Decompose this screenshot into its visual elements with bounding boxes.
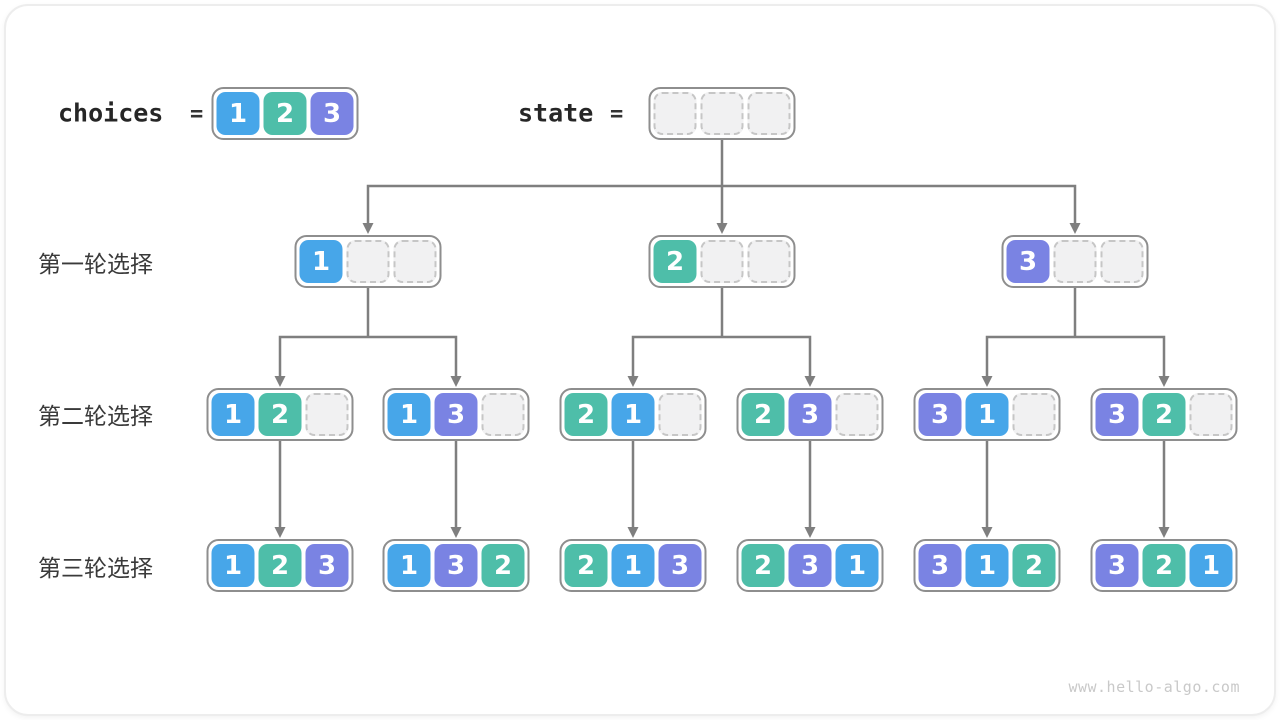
- empty-cell: [747, 92, 791, 135]
- choice-cell-2: 2: [564, 393, 608, 436]
- choice-cell-1: 1: [387, 393, 431, 436]
- equals-sign: =: [190, 101, 204, 127]
- empty-cell: [1053, 240, 1097, 283]
- choice-cell-1: 1: [611, 544, 655, 587]
- empty-cell: [700, 240, 744, 283]
- empty-cell: [700, 92, 744, 135]
- node-round1-1: 1: [294, 235, 442, 288]
- choice-cell-1: 1: [211, 544, 255, 587]
- choice-cell-1: 1: [835, 544, 879, 587]
- choice-cell-1: 1: [965, 393, 1009, 436]
- state-root-node: [648, 87, 796, 140]
- empty-cell: [1012, 393, 1056, 436]
- choice-cell-2: 2: [741, 544, 785, 587]
- watermark-url: www.hello-algo.com: [1068, 678, 1240, 696]
- choice-cell-1: 1: [611, 393, 655, 436]
- choice-cell-3: 3: [658, 544, 702, 587]
- choice-cell-2: 2: [481, 544, 525, 587]
- choice-cell-3: 3: [305, 544, 349, 587]
- choice-cell-2: 2: [258, 544, 302, 587]
- choice-cell-2: 2: [741, 393, 785, 436]
- equals-sign: =: [610, 101, 624, 127]
- empty-cell: [481, 393, 525, 436]
- choice-cell-1: 1: [299, 240, 343, 283]
- state-label: state: [518, 98, 594, 128]
- choice-cell-2: 2: [1142, 393, 1186, 436]
- round-1-label: 第一轮选择: [38, 251, 153, 277]
- empty-cell: [747, 240, 791, 283]
- choice-cell-2: 2: [1142, 544, 1186, 587]
- empty-cell: [1100, 240, 1144, 283]
- empty-cell: [346, 240, 390, 283]
- choice-cell-1: 1: [965, 544, 1009, 587]
- choice-cell-1: 1: [1189, 544, 1233, 587]
- empty-cell: [835, 393, 879, 436]
- empty-cell: [653, 92, 697, 135]
- choice-cell-3: 3: [310, 92, 354, 135]
- choice-cell-2: 2: [263, 92, 307, 135]
- empty-cell: [393, 240, 437, 283]
- choice-cell-2: 2: [653, 240, 697, 283]
- choice-cell-1: 1: [216, 92, 260, 135]
- choices-label: choices: [58, 98, 164, 128]
- choice-cell-3: 3: [1095, 544, 1139, 587]
- empty-cell: [1189, 393, 1233, 436]
- node-round1-3: 3: [1001, 235, 1149, 288]
- choice-cell-3: 3: [918, 544, 962, 587]
- choice-cell-3: 3: [434, 393, 478, 436]
- choice-cell-3: 3: [788, 393, 832, 436]
- node-round1-2: 2: [648, 235, 796, 288]
- round-2-label: 第二轮选择: [38, 403, 153, 429]
- empty-cell: [658, 393, 702, 436]
- choice-cell-3: 3: [434, 544, 478, 587]
- choice-cell-3: 3: [1006, 240, 1050, 283]
- choice-cell-2: 2: [564, 544, 608, 587]
- choice-cell-2: 2: [258, 393, 302, 436]
- choice-cell-3: 3: [1095, 393, 1139, 436]
- choice-cell-3: 3: [788, 544, 832, 587]
- choice-cell-1: 1: [211, 393, 255, 436]
- choice-cell-3: 3: [918, 393, 962, 436]
- choice-cell-2: 2: [1012, 544, 1056, 587]
- round-3-label: 第三轮选择: [38, 555, 153, 581]
- choice-cell-1: 1: [387, 544, 431, 587]
- empty-cell: [305, 393, 349, 436]
